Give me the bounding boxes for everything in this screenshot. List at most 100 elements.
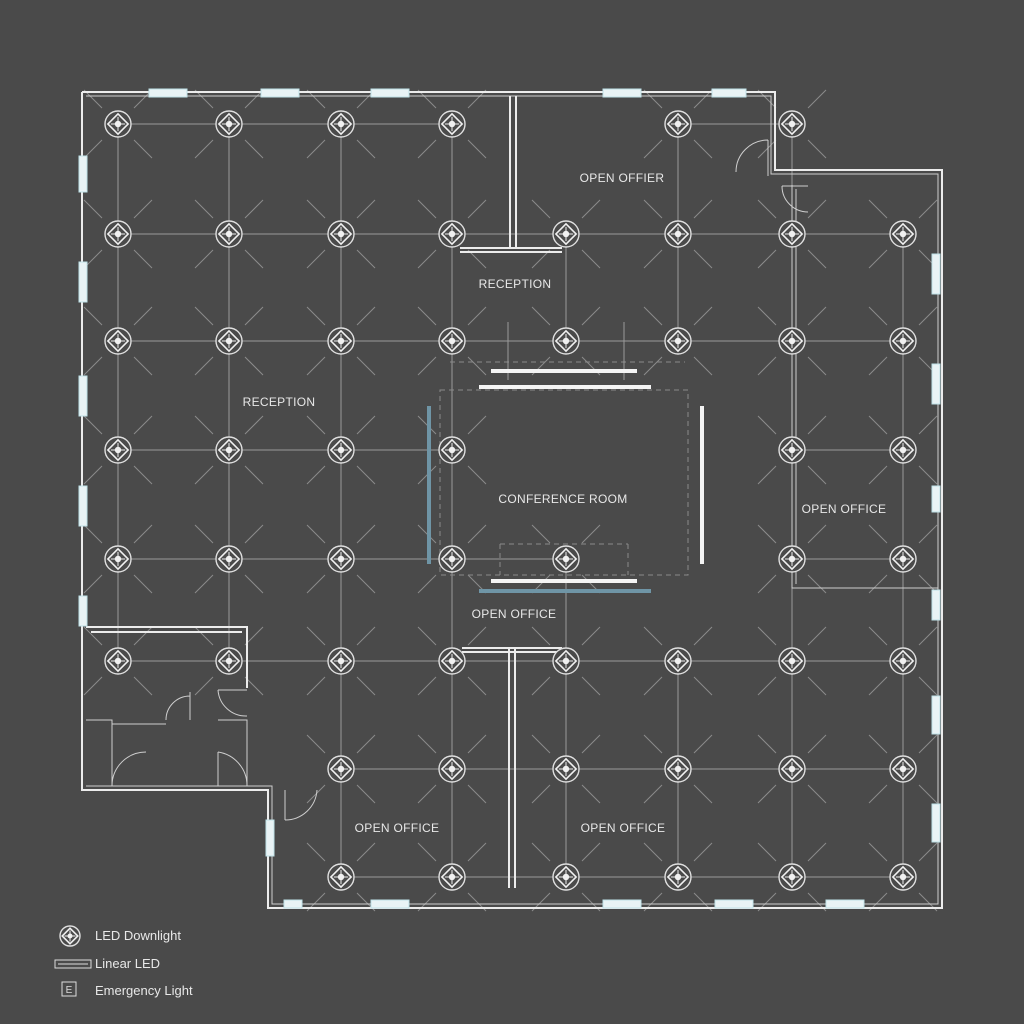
spread-line bbox=[467, 139, 487, 159]
spread-line bbox=[918, 676, 938, 696]
spread-line bbox=[83, 676, 103, 696]
spread-line bbox=[807, 626, 827, 646]
spread-line bbox=[868, 574, 888, 594]
spread-line bbox=[356, 842, 376, 862]
room-label-open-office-right: OPEN OFFICE bbox=[802, 502, 887, 516]
window bbox=[931, 363, 941, 405]
spread-line bbox=[581, 842, 601, 862]
spread-line bbox=[356, 524, 376, 544]
led-downlight-icon bbox=[215, 545, 243, 573]
led-downlight-icon bbox=[778, 436, 806, 464]
spread-line bbox=[807, 415, 827, 435]
window bbox=[370, 899, 410, 909]
spread-line bbox=[356, 356, 376, 376]
led-downlight-icon bbox=[104, 647, 132, 675]
spread-line bbox=[306, 306, 326, 326]
spread-line bbox=[531, 842, 551, 862]
spread-line bbox=[693, 199, 713, 219]
window bbox=[711, 88, 747, 98]
led-downlights bbox=[104, 110, 917, 891]
led-downlight-icon bbox=[104, 327, 132, 355]
spread-line bbox=[807, 139, 827, 159]
led-downlight-icon bbox=[104, 545, 132, 573]
led-downlight-icon bbox=[104, 220, 132, 248]
spread-line bbox=[467, 306, 487, 326]
spread-line bbox=[306, 465, 326, 485]
spread-line bbox=[757, 249, 777, 269]
spread-line bbox=[918, 199, 938, 219]
window bbox=[931, 253, 941, 295]
room-labels: OPEN OFFIER RECEPTION RECEPTION CONFEREN… bbox=[243, 171, 887, 835]
emergency-light-icon: E bbox=[61, 981, 77, 997]
spread-line bbox=[868, 249, 888, 269]
spread-line bbox=[531, 676, 551, 696]
spread-line bbox=[133, 356, 153, 376]
linear-led-bar bbox=[479, 589, 651, 593]
linear-led-bar bbox=[491, 579, 637, 583]
spread-line bbox=[757, 842, 777, 862]
spread-line bbox=[918, 415, 938, 435]
spread-line bbox=[356, 626, 376, 646]
window bbox=[931, 695, 941, 735]
spread-line bbox=[757, 626, 777, 646]
window bbox=[148, 88, 188, 98]
spread-line bbox=[356, 574, 376, 594]
spread-line bbox=[244, 465, 264, 485]
spread-line bbox=[531, 199, 551, 219]
spread-line bbox=[531, 784, 551, 804]
spread-line bbox=[807, 249, 827, 269]
legend-label-led-downlight: LED Downlight bbox=[95, 928, 181, 943]
spread-line bbox=[643, 734, 663, 754]
spread-line bbox=[194, 199, 214, 219]
room-label-open-office-center: OPEN OFFICE bbox=[472, 607, 557, 621]
legend-label-emergency-light: Emergency Light bbox=[95, 983, 193, 998]
led-downlight-icon bbox=[552, 755, 580, 783]
doors bbox=[111, 139, 809, 821]
spread-line bbox=[868, 306, 888, 326]
spread-line bbox=[581, 199, 601, 219]
spread-line bbox=[194, 465, 214, 485]
legend: LED Downlight Linear LED E Emergency Lig… bbox=[54, 925, 193, 998]
spread-line bbox=[807, 306, 827, 326]
window bbox=[78, 375, 88, 417]
spread-line bbox=[807, 676, 827, 696]
spread-line bbox=[417, 139, 437, 159]
spread-line bbox=[133, 415, 153, 435]
led-downlight-icon bbox=[327, 327, 355, 355]
window bbox=[931, 485, 941, 513]
spread-line bbox=[757, 734, 777, 754]
spread-line bbox=[244, 306, 264, 326]
legend-label-linear-led: Linear LED bbox=[95, 956, 160, 971]
led-downlight-icon bbox=[438, 220, 466, 248]
spread-line bbox=[757, 306, 777, 326]
led-downlight-icon bbox=[664, 327, 692, 355]
led-downlight-icon bbox=[438, 327, 466, 355]
room-label-reception-left: RECEPTION bbox=[243, 395, 316, 409]
spread-line bbox=[693, 626, 713, 646]
spread-line bbox=[467, 842, 487, 862]
linear-led-bar bbox=[479, 385, 651, 389]
spread-line bbox=[244, 356, 264, 376]
led-downlight-icon bbox=[552, 545, 580, 573]
spread-line bbox=[83, 465, 103, 485]
led-downlight-icon bbox=[215, 436, 243, 464]
spread-line bbox=[194, 139, 214, 159]
window bbox=[283, 899, 303, 909]
spread-line bbox=[581, 784, 601, 804]
spread-line bbox=[83, 199, 103, 219]
window bbox=[602, 899, 642, 909]
spread-line bbox=[807, 465, 827, 485]
spread-line bbox=[643, 199, 663, 219]
window bbox=[260, 88, 300, 98]
spread-line bbox=[918, 306, 938, 326]
spread-line bbox=[356, 676, 376, 696]
led-downlight-icon bbox=[778, 545, 806, 573]
spread-line bbox=[417, 626, 437, 646]
spread-line bbox=[643, 676, 663, 696]
led-downlight-icon bbox=[664, 647, 692, 675]
spread-line bbox=[531, 524, 551, 544]
led-downlight-icon bbox=[552, 647, 580, 675]
spread-line bbox=[807, 524, 827, 544]
led-downlight-icon bbox=[778, 327, 806, 355]
